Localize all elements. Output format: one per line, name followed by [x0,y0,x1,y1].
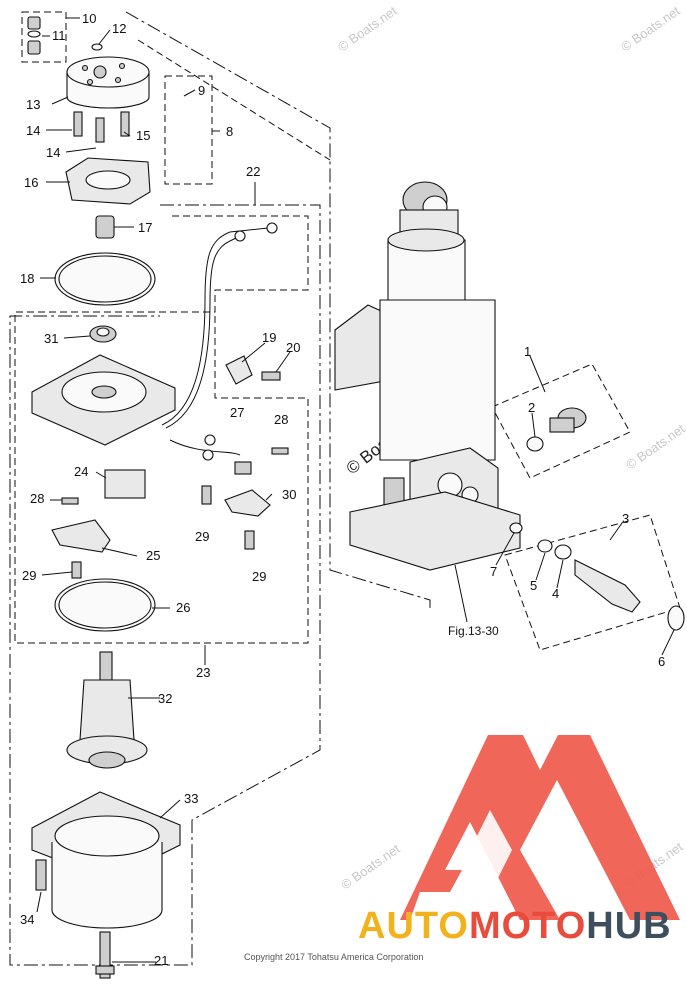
part-label: 31 [44,331,58,346]
part-label: 28 [30,491,44,506]
part-label: 26 [176,600,190,615]
watermark: © Boats.net [338,841,403,893]
watermark: © Boats.net [623,421,687,473]
part-label: 28 [274,412,288,427]
part-label: 25 [146,548,160,563]
parts-left [27,16,289,979]
watermark: © Boats.net [335,3,400,55]
brand-text: AUTOMOTOHUB [358,905,672,947]
part-label: 3 [622,511,629,526]
part-label: 24 [74,464,88,479]
part-label: 12 [112,21,126,36]
part-label: 16 [24,175,38,190]
part-label: 8 [226,124,233,139]
part-label: 19 [262,330,276,345]
part-label: 33 [184,791,198,806]
part-label: 18 [20,271,34,286]
group-outlines [9,11,681,966]
part-label: 20 [286,340,300,355]
part-label: 5 [530,578,537,593]
part-label: 17 [138,220,152,235]
part-label: 13 [26,97,40,112]
part-label: 22 [246,164,260,179]
part-label: 29 [195,529,209,544]
part-label: 2 [528,400,535,415]
part-label: 32 [158,691,172,706]
copyright-text: Copyright 2017 Tohatsu America Corporati… [244,952,423,962]
part-label: 23 [196,665,210,680]
part-label: 9 [198,83,205,98]
brand-logo [400,735,680,920]
parts-right [334,181,685,631]
leader-lines [36,17,675,963]
figure-reference: Fig.13-30 [448,624,499,638]
part-label: 29 [252,569,266,584]
part-label: 15 [136,128,150,143]
part-label: 7 [490,564,497,579]
part-label: 27 [230,405,244,420]
part-label: 14 [26,123,40,138]
part-label: 4 [552,586,559,601]
part-labels: 1 2 3 4 5 6 7 8 9 10 11 12 13 14 14 15 1… [20,11,665,968]
part-label: 29 [22,568,36,583]
part-label: 6 [658,654,665,669]
part-label: 10 [82,11,96,26]
part-label: 30 [282,487,296,502]
part-label: 1 [524,344,531,359]
part-label: 11 [52,28,66,43]
watermark: © Boats.net [618,3,683,55]
part-label: 14 [46,145,60,160]
part-label: 21 [154,953,168,968]
part-label: 34 [20,912,34,927]
